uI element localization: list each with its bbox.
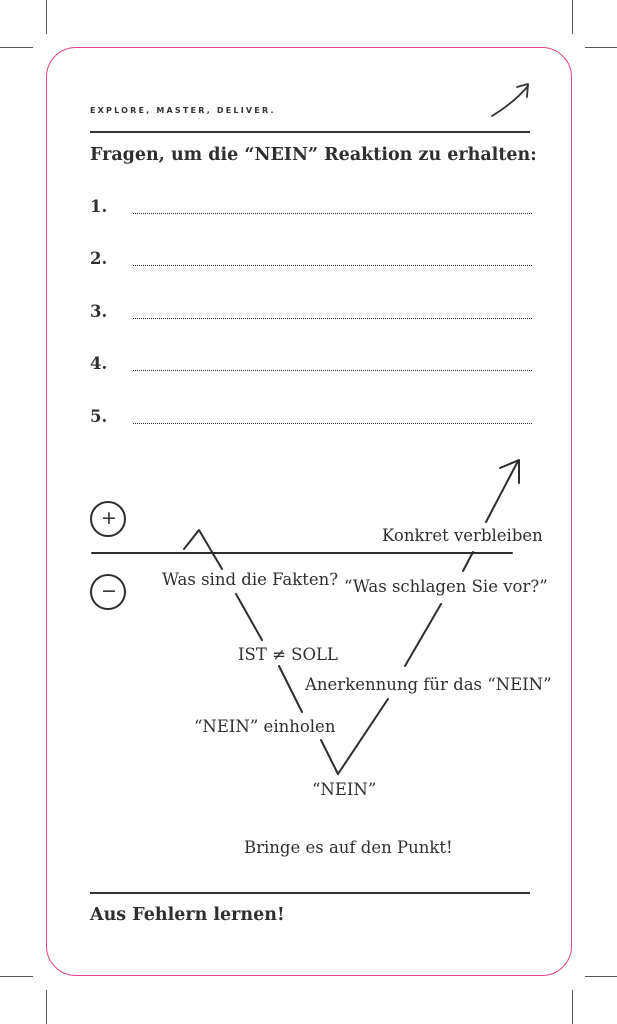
crop-mark	[0, 47, 33, 48]
question-line-4[interactable]: 4.	[90, 354, 532, 376]
step-ist-soll: IST ≠ SOLL	[238, 645, 338, 664]
step-concrete: Konkret verbleiben	[382, 526, 543, 545]
dotted-answer-line	[133, 423, 532, 424]
dotted-answer-line	[133, 213, 532, 214]
header-divider	[90, 131, 530, 133]
step-get-no: “NEIN” einholen	[194, 717, 336, 736]
crop-mark	[572, 0, 573, 34]
dotted-answer-line	[133, 318, 532, 319]
dotted-answer-line	[133, 265, 532, 266]
crop-mark	[46, 990, 47, 1024]
motto: Bringe es auf den Punkt!	[244, 838, 453, 857]
plus-label: +	[101, 507, 117, 529]
dotted-answer-line	[133, 370, 532, 371]
crop-mark	[46, 0, 47, 34]
footer-title: Aus Fehlern lernen!	[90, 905, 285, 925]
crop-mark	[0, 976, 33, 977]
question-number: 1.	[90, 197, 108, 216]
footer-divider	[90, 892, 530, 894]
question-number: 2.	[90, 249, 108, 268]
step-acknowledge: Anerkennung für das “NEIN”	[305, 675, 552, 694]
minus-label: −	[101, 580, 117, 602]
step-suggest: “Was schlagen Sie vor?”	[344, 577, 548, 596]
question-number: 4.	[90, 354, 108, 373]
question-line-5[interactable]: 5.	[90, 407, 532, 429]
crop-mark	[572, 990, 573, 1024]
question-number: 3.	[90, 302, 108, 321]
question-line-2[interactable]: 2.	[90, 249, 532, 271]
question-number: 5.	[90, 407, 108, 426]
question-line-1[interactable]: 1.	[90, 197, 532, 219]
step-no: “NEIN”	[312, 780, 377, 799]
card-border	[46, 47, 572, 976]
step-facts: Was sind die Fakten?	[162, 570, 339, 589]
crop-mark	[585, 976, 617, 977]
questions-heading: Fragen, um die “NEIN” Reaktion zu erhalt…	[90, 145, 537, 165]
tagline: EXPLORE, MASTER, DELIVER.	[90, 106, 276, 115]
crop-mark	[585, 47, 617, 48]
question-line-3[interactable]: 3.	[90, 302, 532, 324]
